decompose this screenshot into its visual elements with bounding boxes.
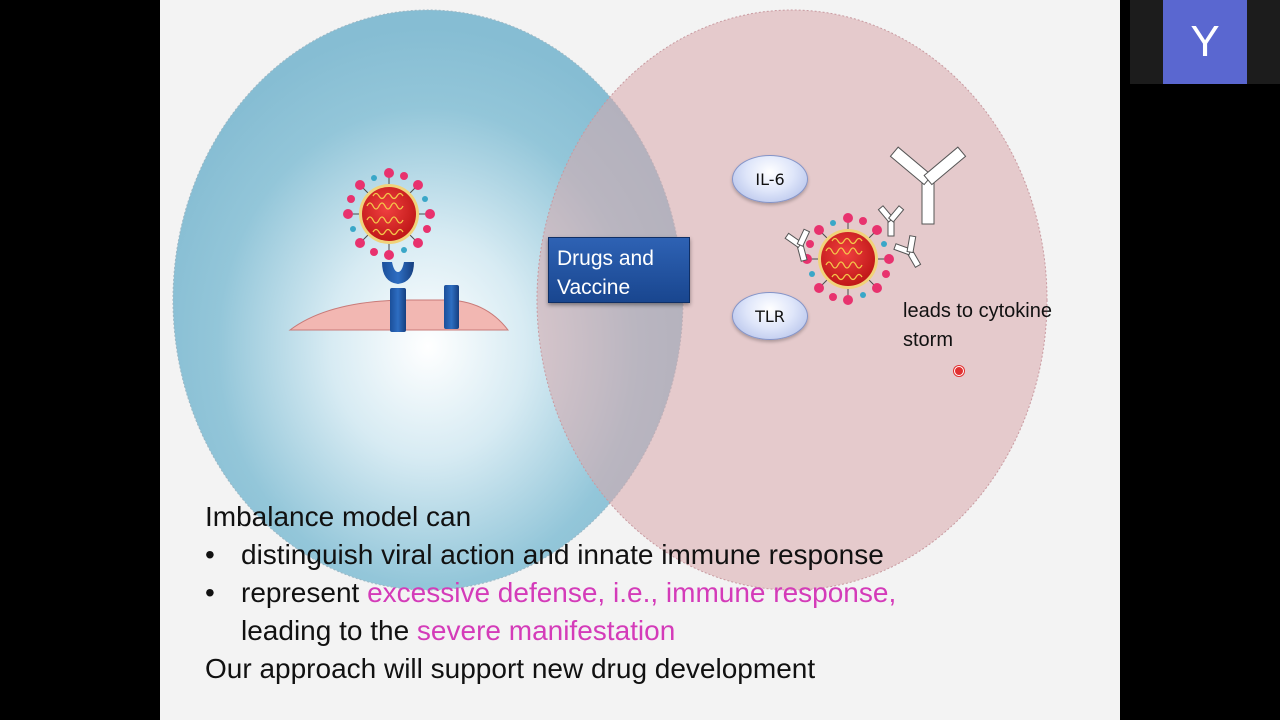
avatar[interactable]: Y xyxy=(1163,0,1247,84)
receptor-left xyxy=(382,262,414,332)
il6-badge: IL-6 xyxy=(732,155,808,203)
summary-closing: Our approach will support new drug devel… xyxy=(205,653,816,684)
participant-video-panel: Y xyxy=(1130,0,1280,84)
cytokine-storm-label: leads to cytokine storm xyxy=(903,300,1052,351)
drugs-and-vaccine-box: Drugs and Vaccine xyxy=(548,237,690,303)
slide: IL-6 TLR Drugs and Vaccine leads to cyto… xyxy=(160,0,1120,720)
bullet-item: • represent excessive defense, i.e., imm… xyxy=(205,577,897,646)
laser-pointer-dot xyxy=(954,366,964,376)
summary-text: Imbalance model can • distinguish viral … xyxy=(205,498,1105,688)
receptor-right xyxy=(444,285,459,329)
bullet-item: • distinguish viral action and innate im… xyxy=(205,539,884,570)
virus-left xyxy=(342,167,436,261)
virus-right xyxy=(801,212,895,306)
summary-heading: Imbalance model can xyxy=(205,501,472,532)
antibody-large xyxy=(889,146,967,225)
tlr-badge: TLR xyxy=(732,292,808,340)
